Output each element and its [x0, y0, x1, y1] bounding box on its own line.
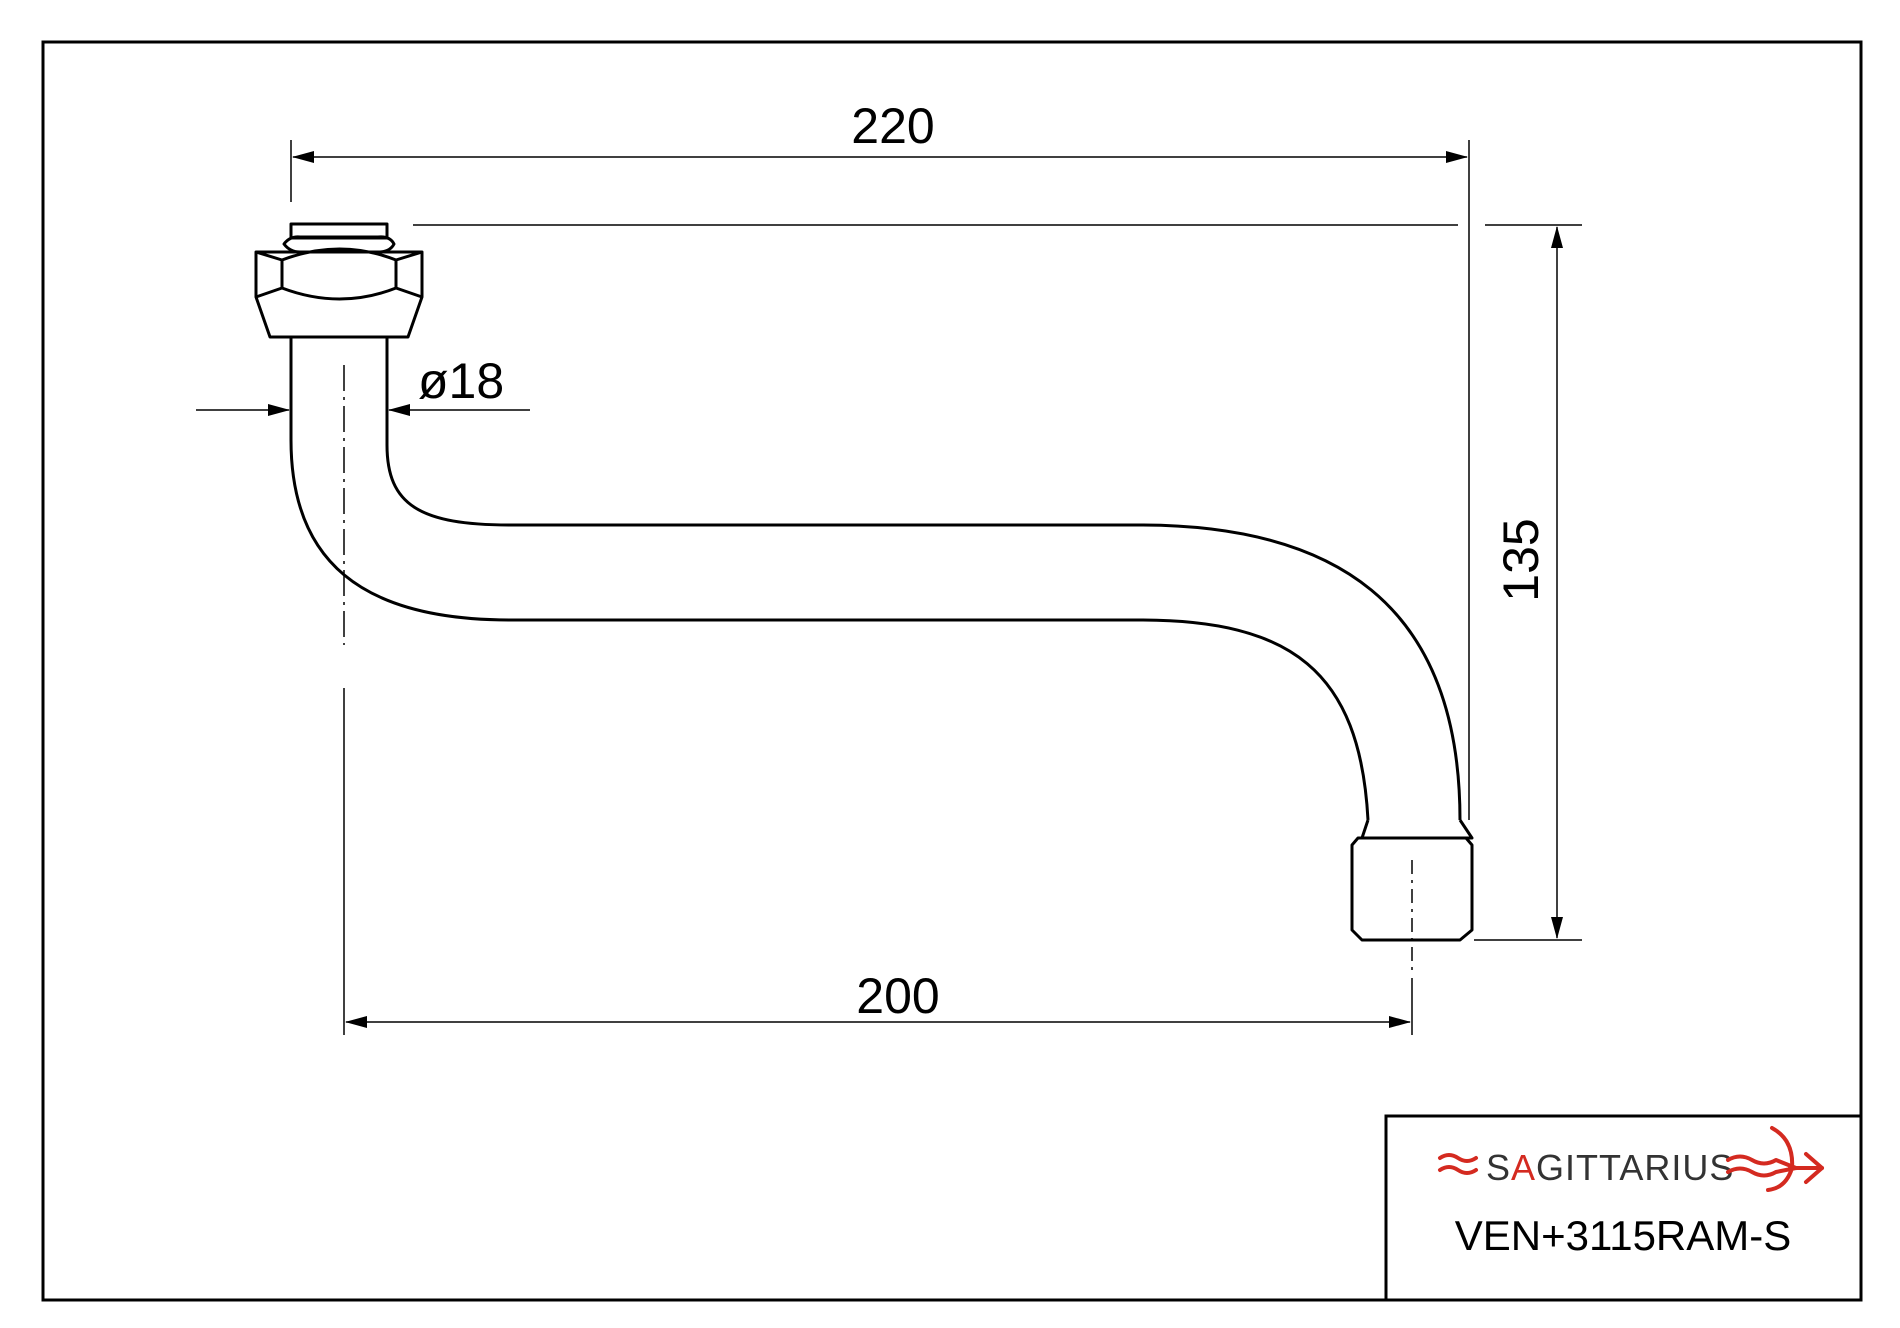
dim-label-200: 200 [856, 968, 939, 1024]
dim-label-135: 135 [1493, 518, 1549, 601]
spout-outline [254, 222, 1474, 942]
dim-label-220: 220 [851, 98, 934, 154]
brand-name: SAGITTARIUS [1486, 1147, 1734, 1188]
part-number: VEN+3115RAM-S [1455, 1212, 1792, 1259]
extension-lines [290, 140, 1582, 941]
title-block: SAGITTARIUS VEN+3115RAM-S [1384, 1114, 1863, 1302]
centre-lines [343, 365, 1413, 1035]
brand-wave-icon [1438, 1153, 1478, 1175]
dimension-lines [196, 151, 1563, 1028]
drawing-frame [41, 40, 1863, 1302]
dim-label-diameter: ø18 [418, 353, 504, 409]
sagittarius-arrow-logo-icon [1726, 1126, 1824, 1192]
